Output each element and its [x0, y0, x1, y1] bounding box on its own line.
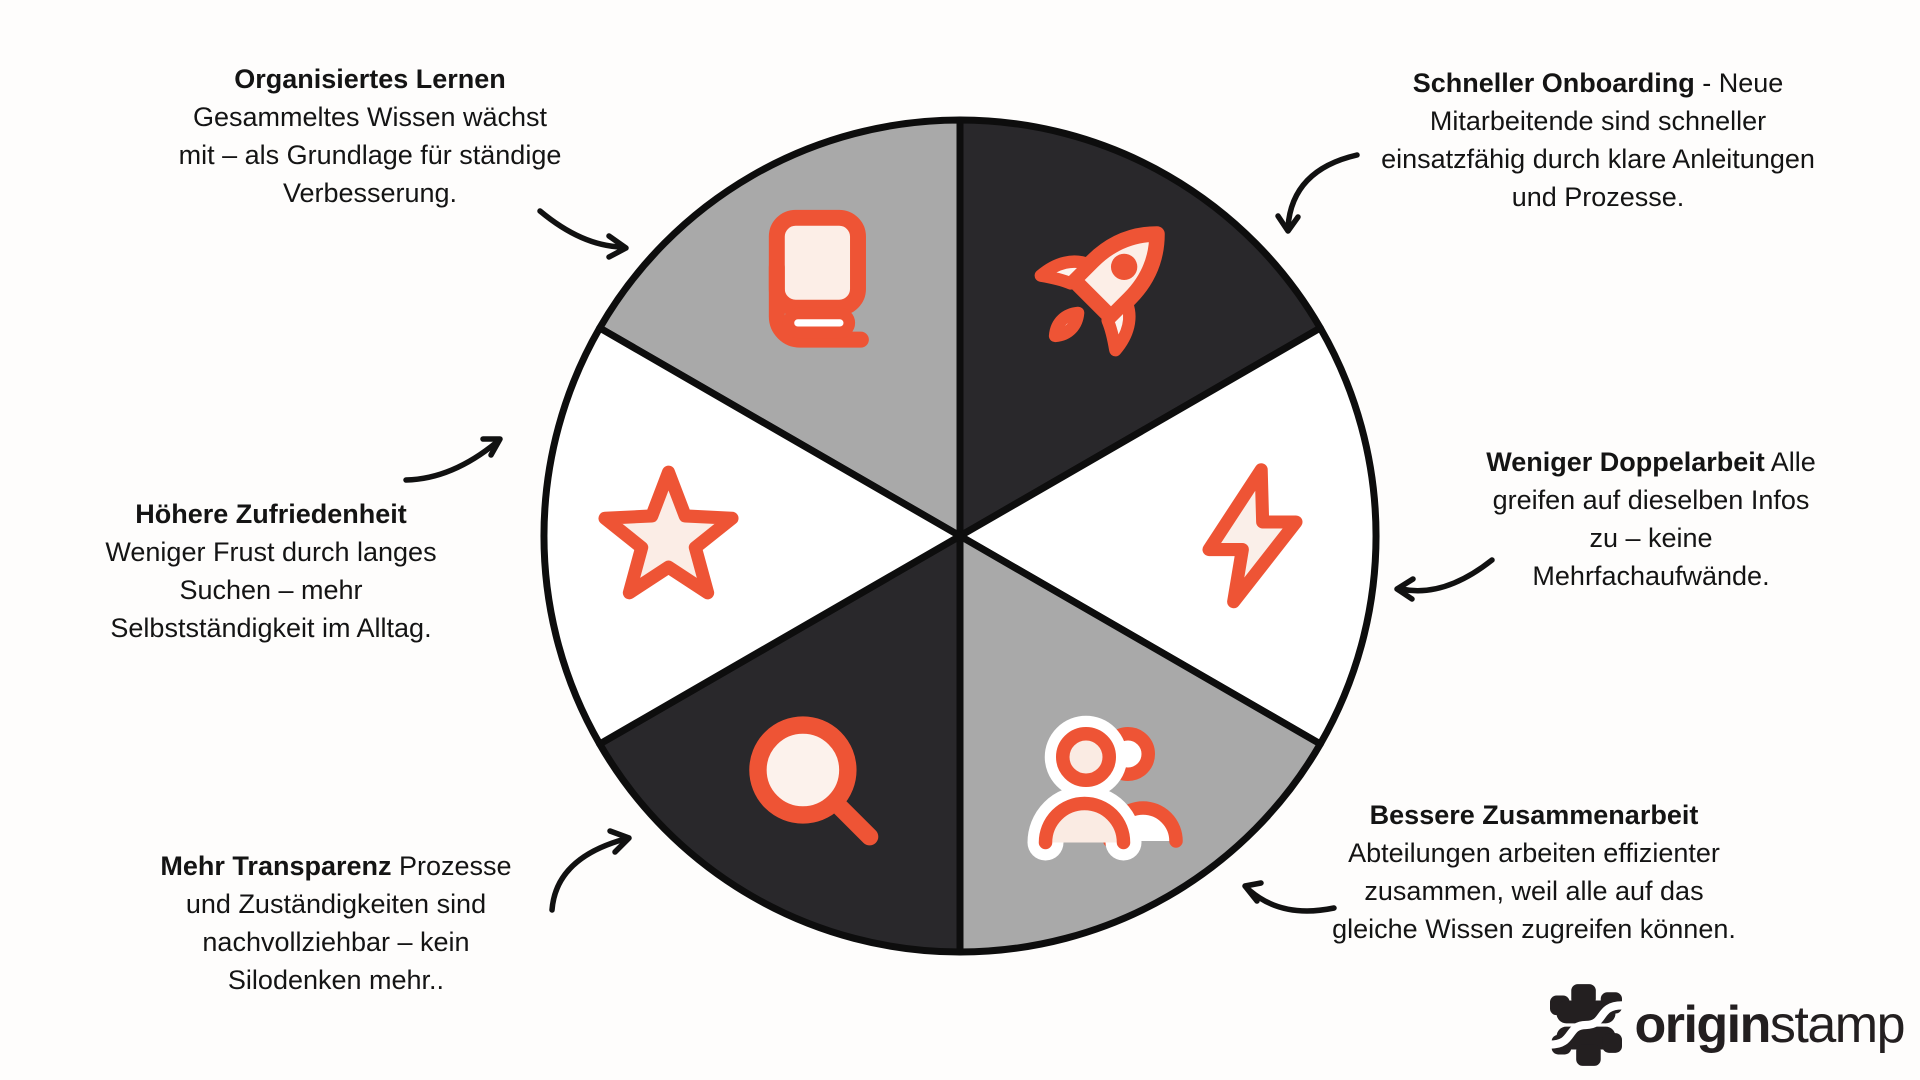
star-icon [598, 465, 739, 600]
rocket-icon [1034, 226, 1165, 357]
originstamp-logo-text: originstamp [1634, 996, 1905, 1054]
segment-weniger-doppelarbeit [956, 324, 1380, 748]
segment-hoehere-zufriedenheit [540, 324, 964, 748]
callout-title: Schneller Onboarding [1412, 68, 1695, 98]
book-icon [768, 209, 869, 348]
callout-mehr-transparenz: Mehr Transparenz Prozesse und Zuständigk… [160, 851, 512, 995]
people-icon [1027, 715, 1183, 861]
callout-title: Höhere Zufriedenheit [135, 499, 407, 529]
originstamp-logo-mark [1550, 984, 1623, 1066]
arrow-schneller-onboarding [1275, 152, 1360, 234]
callout-hoehere-zufriedenheit: Höhere Zufriedenheit Weniger Frust durch… [105, 499, 437, 643]
arrow-organisiertes-lernen [537, 208, 629, 260]
callout-title: Organisiertes Lernen [234, 64, 506, 94]
callout-bessere-zusammenarbeit: Bessere Zusammenarbeit Abteilungen arbei… [1332, 800, 1736, 944]
callout-title: Bessere Zusammenarbeit [1369, 800, 1699, 830]
magnifier-icon [749, 716, 879, 846]
segment-schneller-onboarding [956, 116, 1324, 540]
arrow-weniger-doppelarbeit [1394, 557, 1495, 602]
callout-schneller-onboarding: Schneller Onboarding - Neue Mitarbeitend… [1381, 68, 1815, 212]
callout-title: Mehr Transparenz [160, 851, 392, 881]
callout-title: Weniger Doppelarbeit [1486, 447, 1765, 477]
lightning-icon [1202, 463, 1303, 609]
arrow-bessere-zusammenarbeit [1242, 880, 1337, 914]
arrow-hoehere-zufriedenheit [403, 436, 503, 483]
callout-weniger-doppelarbeit: Weniger Doppelarbeit Alle greifen auf di… [1486, 447, 1816, 591]
originstamp-logo: originstamp [1550, 984, 1906, 1066]
callout-organisiertes-lernen: Organisiertes Lernen Gesammeltes Wissen … [178, 64, 562, 208]
arrow-mehr-transparenz [549, 828, 632, 913]
